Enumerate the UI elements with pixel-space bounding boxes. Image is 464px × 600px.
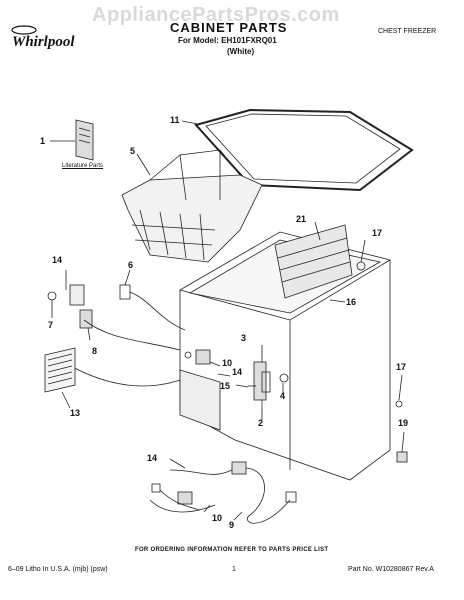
part-number: Part No. W10280867 Rev.A [348,566,434,573]
thermostat-assembly [248,361,289,401]
ordering-note: FOR ORDERING INFORMATION REFER TO PARTS … [135,547,329,553]
leader-19 [401,431,405,453]
callout-19: 19 [398,418,409,428]
callout-14-mid: 14 [232,367,243,377]
callout-16: 16 [346,297,357,307]
leader-14b [217,373,231,377]
leader-9 [233,511,243,521]
model-number: For Model: EH101FXRQ01 [178,36,277,45]
brand-text: Whirlpool [12,34,75,50]
literature-parts-label: Literature Parts [62,163,104,169]
leader-15 [235,384,249,388]
literature-booklet [75,119,94,161]
callout-21: 21 [296,214,307,224]
leader-21 [314,221,321,241]
storage-basket [121,149,263,263]
leader-17b [398,374,403,401]
relay-bracket [184,349,211,365]
leader-13 [61,391,71,409]
callout-10-mid: 10 [222,358,233,368]
page-number: 1 [232,566,236,573]
whirlpool-logo: Whirlpool [10,24,100,55]
callout-15: 15 [220,381,231,391]
page-title: CABINET PARTS [170,20,288,35]
leader-6 [124,269,131,286]
callout-7: 7 [48,320,54,330]
leader-10a [209,361,221,367]
callout-5: 5 [130,146,136,156]
leader-10b [203,504,211,513]
callout-10-bottom: 10 [212,513,223,523]
leader-17a [360,239,366,263]
callout-14-bottom: 14 [147,453,158,463]
callout-17-top: 17 [372,228,383,238]
power-cord-harness [149,461,297,524]
color-variant: (White) [227,47,255,56]
leader-8 [87,327,91,341]
callout-1: 1 [40,136,46,146]
leader-14c [169,458,186,469]
category-label: CHEST FREEZER [378,28,437,35]
callout-17-right: 17 [396,362,407,372]
leader-11 [181,120,199,125]
leader-16 [329,299,346,303]
callout-4: 4 [280,391,286,401]
callout-13: 13 [70,408,81,418]
wire-harness-upper [47,284,186,387]
leveling-leg [396,451,408,463]
callout-9: 9 [229,520,235,530]
callout-8: 8 [92,346,98,356]
callout-6: 6 [128,260,134,270]
watermark: AppliancePartsPros.com [92,4,340,26]
callout-3: 3 [241,333,247,343]
print-info: 6–09 Litho In U.S.A. (mjb) (psw) [8,566,108,573]
cabinet-body [179,224,403,481]
callout-11: 11 [170,115,180,125]
callout-14-left: 14 [52,255,63,265]
callout-2: 2 [258,418,264,428]
vent-grille [44,347,76,393]
leader-5 [136,153,151,176]
